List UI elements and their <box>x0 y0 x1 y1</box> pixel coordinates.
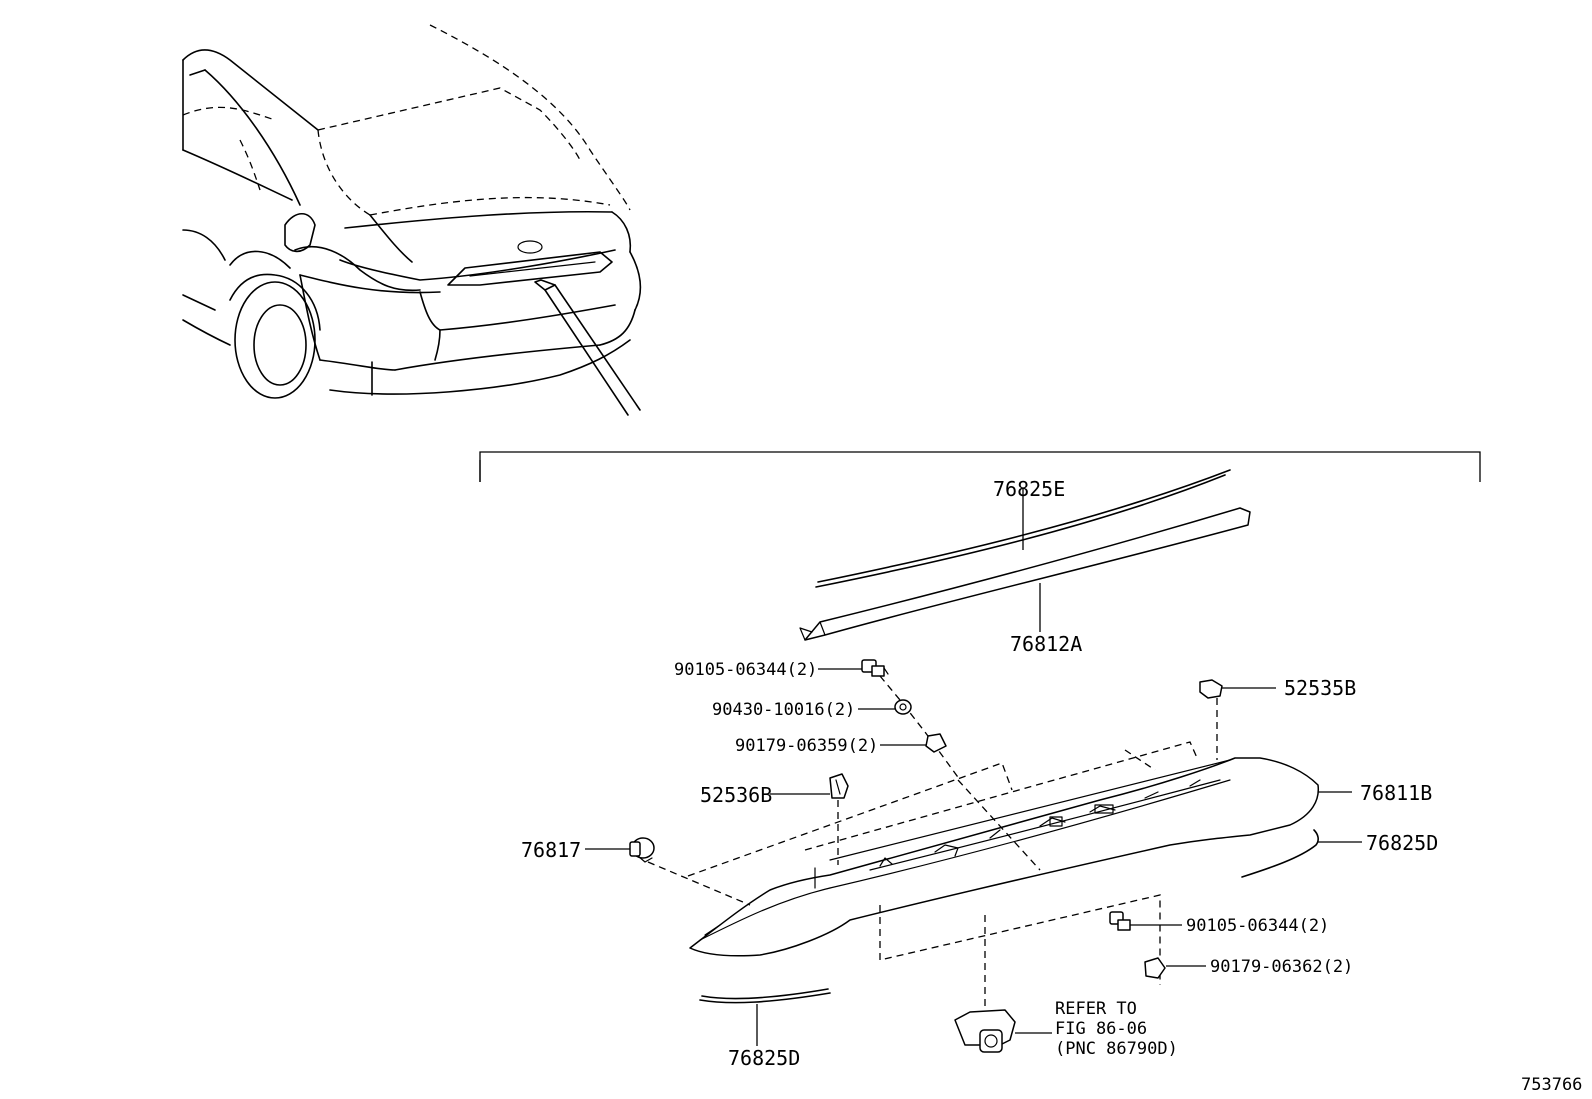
car-rear-illustration <box>182 24 642 416</box>
label-76825D-right: 76825D <box>1366 831 1438 855</box>
bolt-90105-top-icon <box>861 659 889 677</box>
label-76825D-left: 76825D <box>728 1046 800 1070</box>
label-90105-top: 90105-06344(2) <box>674 660 817 680</box>
label-90430: 90430-10016(2) <box>712 700 855 720</box>
part-76825D-right-strip <box>1241 829 1319 878</box>
clip-52536B-icon <box>829 773 849 799</box>
nut-90179-top-icon <box>925 733 947 753</box>
part-76812A-strip <box>799 507 1251 641</box>
washer-90430-icon <box>894 699 912 715</box>
dash-fastener-stack <box>879 675 961 781</box>
refer-line-3: (PNC 86790D) <box>1055 1039 1178 1059</box>
group-bracket <box>479 451 1481 482</box>
nut-90179-bottom-icon <box>1144 957 1166 979</box>
part-76825E-strip <box>815 469 1231 588</box>
figure-id: 753766 <box>1521 1075 1582 1095</box>
part-76811B-garnish <box>689 757 1320 957</box>
clip-52535B-icon <box>1199 679 1223 699</box>
label-52536B: 52536B <box>700 783 772 807</box>
bolt-90105-bottom-icon <box>1109 911 1131 931</box>
refer-line-1: REFER TO <box>1055 999 1137 1019</box>
refer-line-2: FIG 86-06 <box>1055 1019 1147 1039</box>
label-76812A: 76812A <box>1010 632 1082 656</box>
part-76825D-left-strip <box>699 988 831 1004</box>
label-52535B: 52535B <box>1284 676 1356 700</box>
label-90105-bottom: 90105-06344(2) <box>1186 916 1329 936</box>
label-76811B: 76811B <box>1360 781 1432 805</box>
label-90179-top: 90179-06359(2) <box>735 736 878 756</box>
camera-86790D-icon <box>954 1009 1016 1053</box>
install-frame-dashed <box>647 741 1199 1010</box>
clip-76817-icon <box>629 837 655 863</box>
label-76825E: 76825E <box>993 477 1065 501</box>
label-90179-bottom: 90179-06362(2) <box>1210 957 1353 977</box>
label-76817: 76817 <box>521 838 581 862</box>
